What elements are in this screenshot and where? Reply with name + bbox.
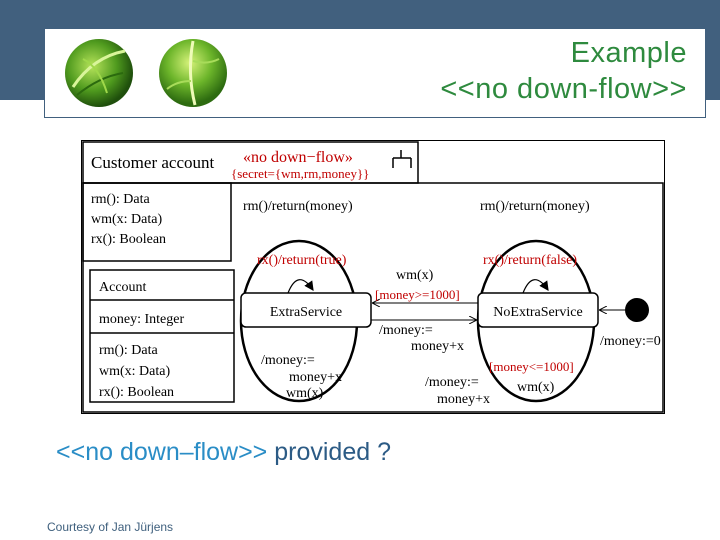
class-op: wm(x: Data) bbox=[91, 212, 162, 227]
leaf-image-icon bbox=[159, 39, 227, 107]
stereotype-label: «no down−flow» bbox=[243, 149, 353, 166]
subsystem-fork-icon bbox=[392, 150, 412, 168]
class-body-box bbox=[82, 182, 664, 413]
transition-label: money+x bbox=[411, 339, 464, 354]
ops-compartment bbox=[82, 182, 232, 262]
class-op: rm(): Data bbox=[91, 192, 150, 207]
transition-label: [money<=1000] bbox=[489, 359, 574, 374]
tag-label: {secret={wm,rm,money}} bbox=[231, 166, 369, 181]
state-extra-service bbox=[240, 292, 372, 328]
transition-label: /money:= bbox=[379, 323, 433, 338]
transition-label: /money:= bbox=[261, 353, 315, 368]
initial-state bbox=[625, 298, 649, 322]
state-label: NoExtraService bbox=[493, 305, 582, 320]
state-label: ExtraService bbox=[270, 305, 342, 320]
class-name: Customer account bbox=[91, 153, 214, 172]
transition-label: rm()/return(money) bbox=[243, 199, 353, 214]
class-op: rx(): Boolean bbox=[91, 232, 166, 247]
transition-label: wm(x) bbox=[517, 380, 555, 395]
account-op: rm(): Data bbox=[99, 343, 158, 358]
transition-label: rx()/return(false) bbox=[483, 253, 577, 268]
transition-label: /money:= bbox=[425, 375, 479, 390]
transition-label: wm(x) bbox=[286, 386, 324, 401]
transition-label: /money:=0 bbox=[600, 334, 661, 349]
courtesy-note: Courtesy of Jan Jürjens bbox=[47, 520, 174, 534]
transition-label: money+x bbox=[437, 392, 490, 407]
transition-label: wm(x) bbox=[396, 268, 434, 283]
title-line-1: Example bbox=[570, 37, 687, 69]
account-attribute: money: Integer bbox=[99, 312, 184, 327]
transition-label: money+x bbox=[289, 370, 342, 385]
account-op: rx(): Boolean bbox=[99, 385, 174, 400]
question-text: <<no down–flow>> provided ? bbox=[56, 438, 391, 467]
leaf-image-icon bbox=[65, 39, 133, 107]
slide-title: Example <<no down-flow>> bbox=[440, 35, 687, 107]
account-class-box bbox=[89, 269, 235, 403]
title-line-2: <<no down-flow>> bbox=[440, 73, 687, 105]
account-name: Account bbox=[99, 280, 147, 295]
question-rest: provided ? bbox=[267, 438, 391, 466]
uml-diagram: Customer account «no down−flow» {secret=… bbox=[81, 140, 665, 414]
header-box: Example <<no down-flow>> bbox=[44, 28, 706, 118]
account-op: wm(x: Data) bbox=[99, 364, 170, 379]
state-noextra-service bbox=[477, 292, 599, 328]
class-header-box bbox=[82, 141, 419, 184]
transition-label: rx()/return(true) bbox=[257, 253, 347, 268]
transition-label: [money>=1000] bbox=[375, 287, 460, 302]
question-highlight: <<no down–flow>> bbox=[56, 438, 268, 466]
transition-label: rm()/return(money) bbox=[480, 199, 590, 214]
